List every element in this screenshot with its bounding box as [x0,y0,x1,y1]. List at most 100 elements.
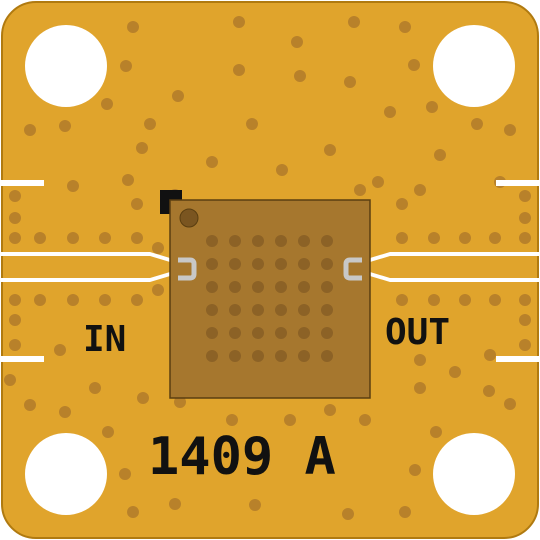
via [131,232,143,244]
via [344,76,356,88]
gap-left-rf-upper [0,252,180,262]
via [449,366,461,378]
via [276,164,288,176]
via [34,294,46,306]
via [408,59,420,71]
via [342,508,354,520]
via [348,16,360,28]
via [169,498,181,510]
via [414,354,426,366]
mounting-hole-bottom-left [25,433,107,515]
via [9,212,21,224]
via [233,64,245,76]
mounting-hole-bottom-right [433,433,515,515]
package-via [206,327,218,339]
via [34,232,46,244]
via [9,294,21,306]
package-via [206,258,218,270]
via [131,294,143,306]
via [144,118,156,130]
via [152,242,164,254]
via [174,396,186,408]
via [9,232,21,244]
via [9,314,21,326]
trace-clearance [0,180,540,362]
via [324,404,336,416]
via [519,212,531,224]
package-via [298,258,310,270]
gap-right-bottom [496,356,540,362]
via [119,468,131,480]
via [54,344,66,356]
package-via [206,235,218,247]
part-number-label: 1409 A [148,427,336,487]
package-via [321,304,333,316]
via [399,21,411,33]
package-via [275,327,287,339]
gap-right-rf-lower [360,272,540,282]
package-via [229,235,241,247]
package-via [252,258,264,270]
package-via [252,304,264,316]
via [131,198,143,210]
via [67,294,79,306]
package-via [298,304,310,316]
via [504,398,516,410]
rf-input-pad [178,257,197,281]
via [127,21,139,33]
via [152,284,164,296]
package-via [275,281,287,293]
via [519,190,531,202]
via [59,120,71,132]
pin1-dot [179,208,199,228]
via [99,232,111,244]
via [489,294,501,306]
via [430,426,442,438]
via [519,294,531,306]
via [414,382,426,394]
via [384,106,396,118]
via [226,414,238,426]
via [206,156,218,168]
via-field [4,16,531,520]
via [484,349,496,361]
via [172,90,184,102]
package-via [229,258,241,270]
package-via [321,350,333,362]
via [9,190,21,202]
package-via [206,304,218,316]
via [249,499,261,511]
output-label: OUT [385,312,450,353]
via [519,232,531,244]
via [67,180,79,192]
gap-right-top [496,180,540,186]
mounting-hole-top-right [433,25,515,107]
via [414,184,426,196]
via [89,382,101,394]
pin1-corner-marker [160,190,182,214]
package-via [252,235,264,247]
package-via [252,327,264,339]
via [120,60,132,72]
via [409,464,421,476]
via [428,232,440,244]
package-via [321,327,333,339]
package-via [298,235,310,247]
package-via [298,281,310,293]
via [246,118,258,130]
via [504,124,516,136]
package-via [275,350,287,362]
via [489,232,501,244]
gap-left-bottom [0,356,44,362]
via [233,16,245,28]
package-via [275,235,287,247]
via [399,506,411,518]
via [459,294,471,306]
package-via [229,304,241,316]
via [59,406,71,418]
package-via [321,281,333,293]
package-via [298,327,310,339]
gap-left-rf-lower [0,272,180,282]
rf-output-pad [343,257,362,281]
